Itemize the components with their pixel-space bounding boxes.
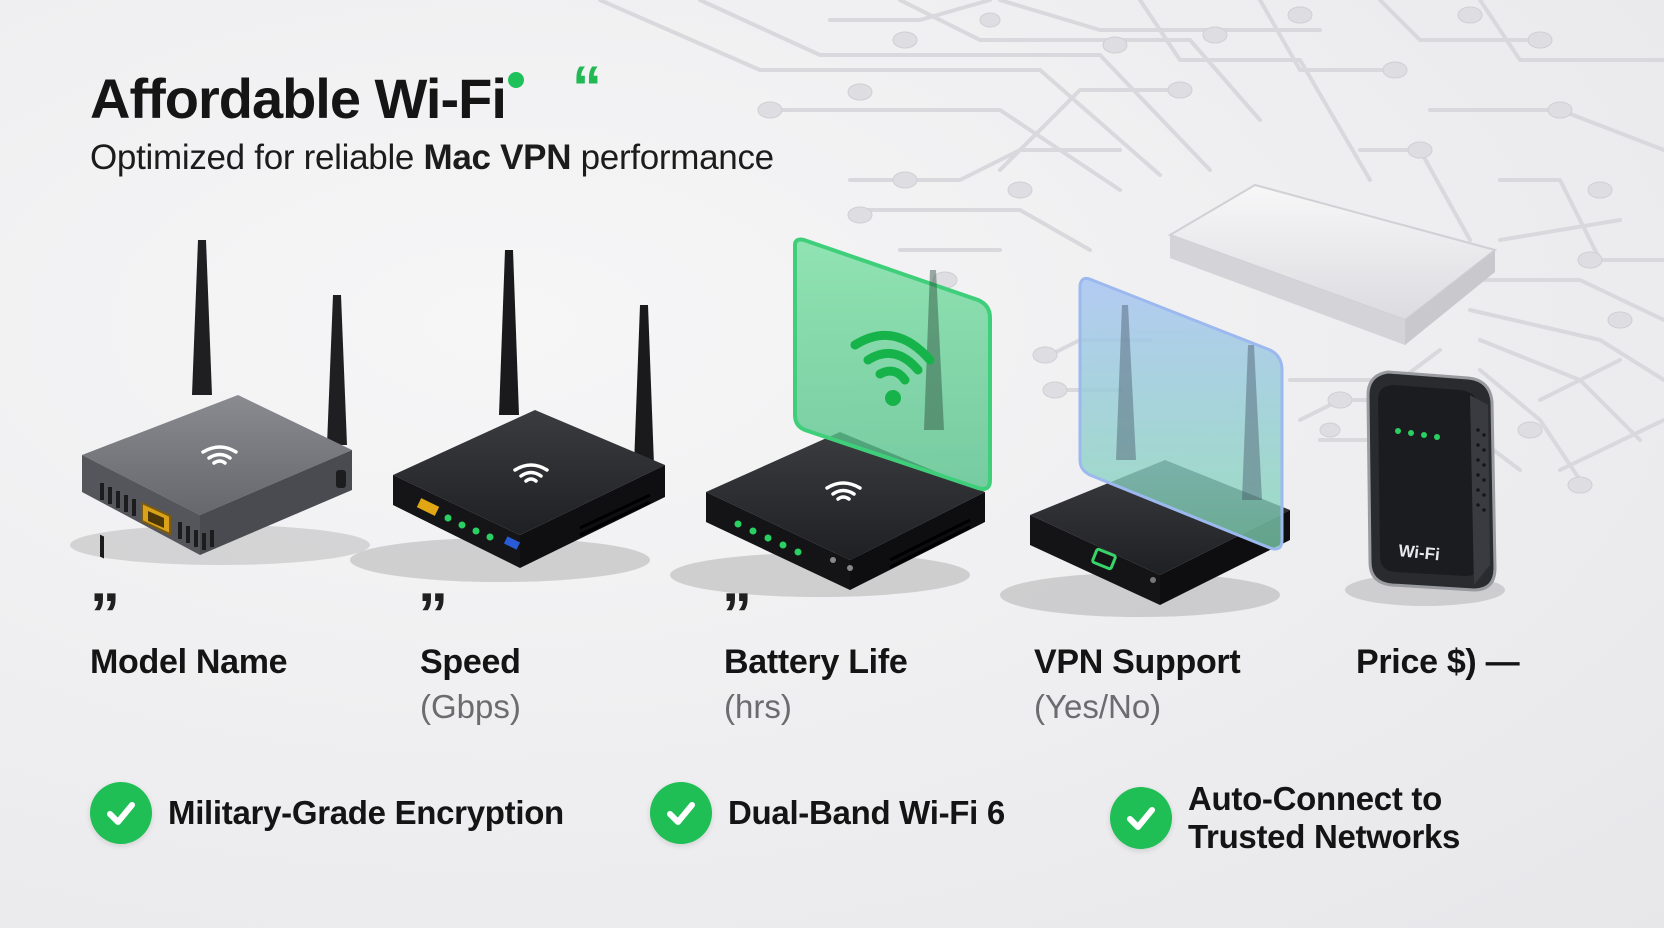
portable-hotspot: Wi-Fi — [1345, 370, 1505, 606]
column-label-speed: Speed — [420, 643, 521, 681]
black-router — [350, 250, 665, 582]
router-with-green-glass-panel — [670, 237, 992, 597]
column-unit-vpn-support: (Yes/No) — [1034, 688, 1162, 725]
wifi-icon — [825, 481, 862, 501]
circuit-chip — [1167, 183, 1498, 345]
feature-label: Auto-Connect to — [1188, 780, 1442, 817]
column-label-model-name: Model Name — [90, 643, 288, 681]
column-unit-battery-life: (hrs) — [724, 688, 792, 725]
feature-label: Dual-Band Wi-Fi 6 — [728, 794, 1005, 832]
feature-auto-connect: Auto-Connect to Trusted Networks — [1110, 780, 1460, 856]
quote-mark-icon: ” — [90, 585, 120, 629]
feature-dual-band-wifi-6: Dual-Band Wi-Fi 6 — [650, 782, 1005, 844]
quote-mark-icon: ” — [722, 585, 752, 629]
green-dot-icon — [507, 72, 524, 88]
feature-military-grade-encryption: Military-Grade Encryption — [90, 782, 564, 844]
column-unit-speed: (Gbps) — [420, 688, 521, 725]
svg-text:Wi-Fi: Wi-Fi — [1398, 541, 1441, 564]
page-title: Affordable Wi-Fi — [90, 66, 524, 131]
feature-label: Military-Grade Encryption — [168, 794, 564, 832]
checkmark-icon — [90, 782, 152, 844]
checkmark-icon — [650, 782, 712, 844]
checkmark-icon — [1110, 786, 1172, 849]
page-subtitle: Optimized for reliable Mac VPN performan… — [90, 138, 774, 177]
wifi-icon — [513, 463, 549, 483]
wifi-icon — [850, 330, 935, 385]
column-label-vpn-support: VPN Support — [1034, 643, 1241, 681]
quote-mark-icon: “ — [572, 54, 602, 121]
wifi-icon — [201, 445, 238, 465]
router-with-blue-glass-panel — [1000, 276, 1290, 617]
quote-mark-icon: ” — [418, 585, 448, 629]
column-label-battery-life: Battery Life — [724, 643, 908, 681]
gray-router — [70, 240, 370, 565]
feature-label-line2: Trusted Networks — [1188, 817, 1461, 855]
column-label-price: Price $) — — [1356, 643, 1520, 681]
